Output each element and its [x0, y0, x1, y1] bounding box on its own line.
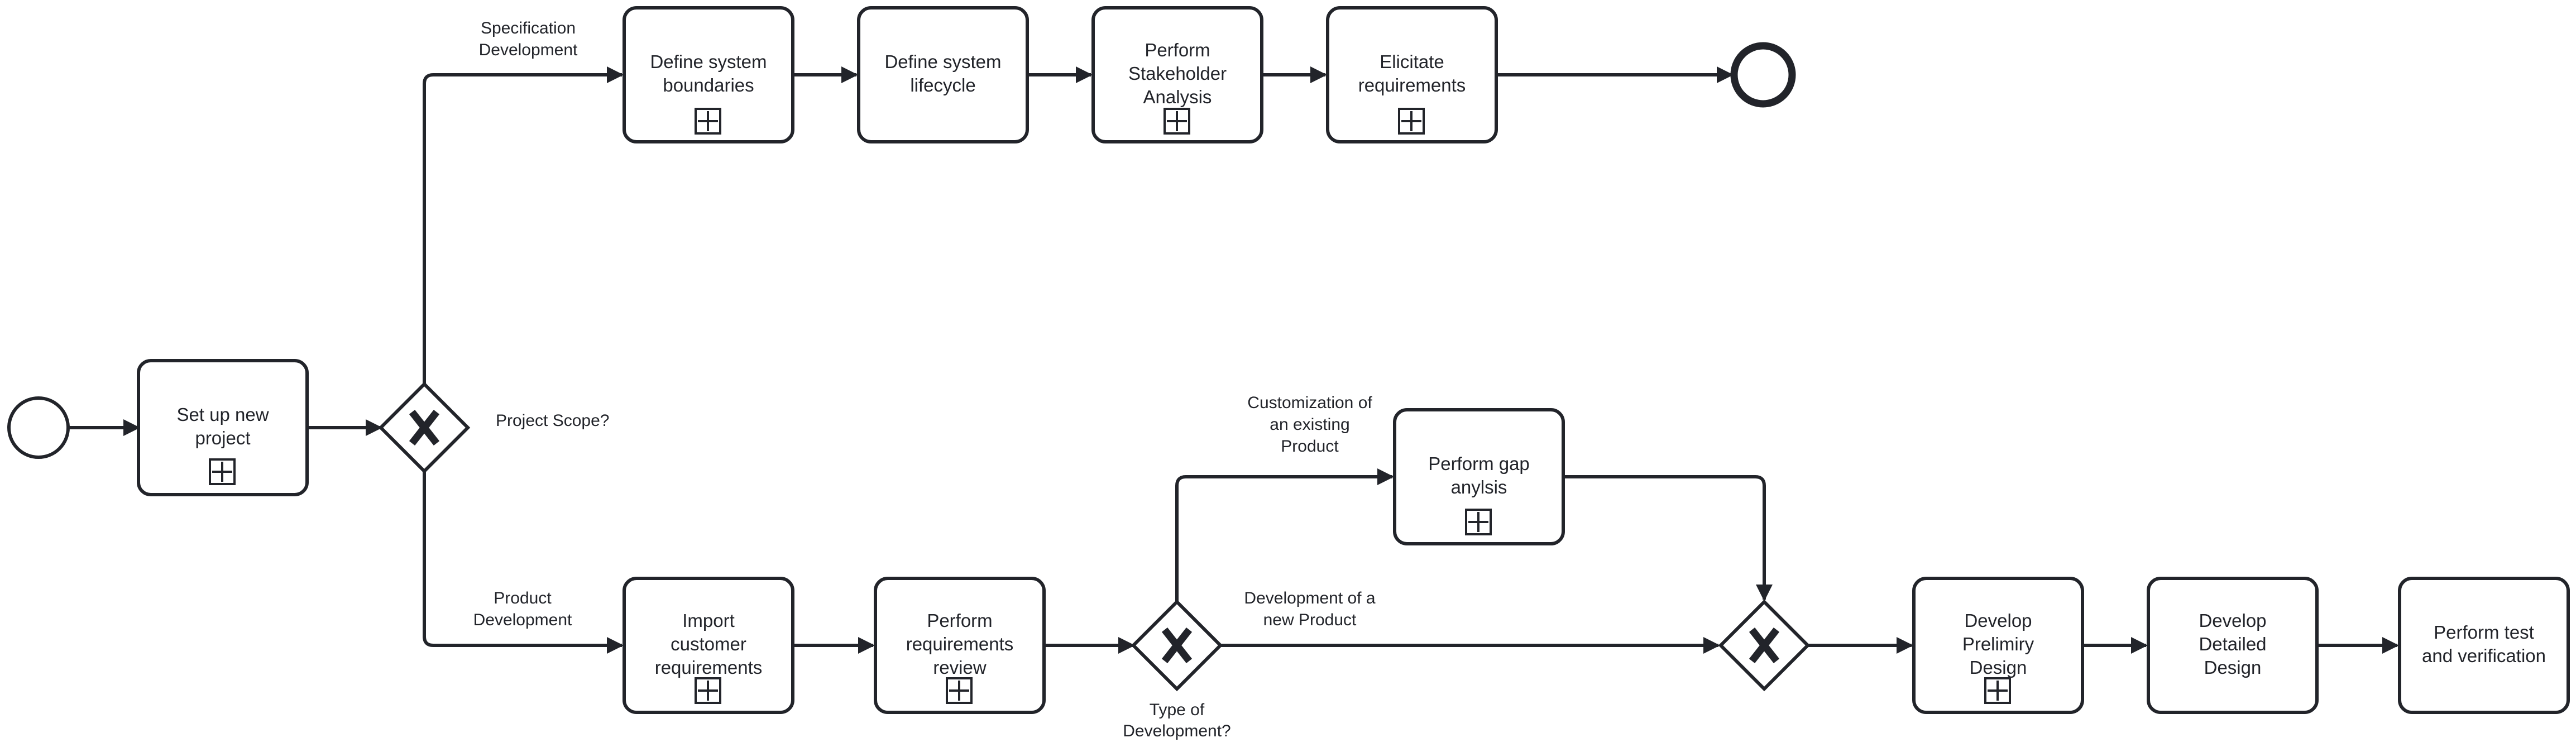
subprocess-plus-icon[interactable] [1398, 108, 1425, 135]
task-label-line: Define system [650, 51, 767, 72]
task-label-line: project [195, 428, 250, 448]
label-customization-existing-product: Customization of an existing Product [1247, 394, 1372, 456]
task-label-line: Design [2204, 657, 2262, 678]
svg-text:Project Scope?: Project Scope? [496, 411, 609, 430]
flow-gap-to-merge-gateway[interactable] [1563, 475, 1773, 601]
subprocess-plus-icon[interactable] [1163, 108, 1190, 135]
task-label-line: Detailed [2199, 634, 2266, 654]
task-develop-preliminary-design[interactable]: Develop Prelimiry Design [1912, 577, 2084, 714]
task-perform-requirements-review[interactable]: Perform requirements review [874, 577, 1046, 714]
task-label-line: requirements [906, 634, 1014, 654]
svg-text:an existing: an existing [1270, 415, 1349, 434]
task-label-line: Stakeholder [1128, 63, 1227, 84]
subprocess-plus-icon[interactable] [695, 108, 721, 135]
end-event[interactable] [1730, 42, 1796, 108]
task-develop-detailed-design[interactable]: Develop Detailed Design [2147, 577, 2319, 714]
svg-text:Product: Product [1281, 437, 1339, 456]
task-label-line: Perform [927, 610, 992, 631]
task-label-line: review [933, 657, 987, 678]
subprocess-plus-icon[interactable] [946, 677, 973, 704]
task-label-line: Set up new [176, 404, 269, 425]
svg-text:new Product: new Product [1263, 611, 1357, 629]
task-label-line: Perform test [2434, 622, 2534, 643]
task-label-line: Define system [884, 51, 1001, 72]
task-label-line: requirements [655, 657, 763, 678]
subprocess-plus-icon[interactable] [1984, 677, 2011, 704]
flow-type-to-gap[interactable] [1175, 468, 1394, 602]
task-label-line: Import [682, 610, 735, 631]
svg-text:Type of: Type of [1150, 701, 1205, 719]
svg-text:Development: Development [473, 611, 572, 629]
task-label-line: customer [671, 634, 746, 654]
svg-text:Development: Development [479, 41, 578, 59]
task-label-line: anylsis [1451, 477, 1507, 497]
gateway-project-scope[interactable] [378, 381, 471, 474]
task-perform-stakeholder-analysis[interactable]: Perform Stakeholder Analysis [1091, 6, 1263, 143]
flow-scope-to-define-boundaries[interactable] [423, 66, 624, 384]
svg-text:Customization of: Customization of [1247, 394, 1372, 412]
svg-text:Development of a: Development of a [1244, 589, 1375, 607]
task-label-line: Prelimiry [1962, 634, 2034, 654]
label-project-scope: Project Scope? [496, 411, 609, 430]
svg-text:Specification: Specification [481, 19, 576, 37]
task-elicitate-requirements[interactable]: Elicitate requirements [1326, 6, 1498, 143]
gateway-merge[interactable] [1718, 599, 1811, 692]
subprocess-plus-icon[interactable] [695, 677, 721, 704]
label-type-of-development: Type of Development? [1123, 701, 1230, 740]
svg-text:Product: Product [494, 589, 552, 607]
task-label-line: Design [1970, 657, 2027, 678]
task-label-line: requirements [1358, 75, 1466, 95]
task-label-line: Perform gap [1428, 453, 1530, 474]
task-define-system-lifecycle[interactable]: Define system lifecycle [857, 6, 1029, 143]
task-label-line: Perform [1145, 40, 1210, 60]
task-import-customer-requirements[interactable]: Import customer requirements [623, 577, 794, 714]
task-perform-test-and-verification[interactable]: Perform test and verification [2398, 577, 2570, 714]
task-label-line: Analysis [1143, 87, 1212, 107]
task-label-line: boundaries [663, 75, 754, 95]
flow-scope-to-import[interactable] [423, 471, 624, 654]
label-development-new-product: Development of a new Product [1244, 589, 1375, 629]
label-specification-development: Specification Development [479, 19, 578, 59]
task-set-up-new-project[interactable]: Set up new project [137, 359, 309, 496]
task-define-system-boundaries[interactable]: Define system boundaries [623, 6, 794, 143]
task-label-line: Develop [1964, 610, 2032, 631]
task-label-line: Develop [2199, 610, 2266, 631]
svg-text:Development?: Development? [1123, 722, 1230, 740]
start-event[interactable] [7, 396, 70, 459]
subprocess-plus-icon[interactable] [1465, 509, 1492, 535]
task-perform-gap-analysis[interactable]: Perform gap anylsis [1393, 408, 1565, 545]
task-label-line: and verification [2422, 645, 2546, 666]
subprocess-plus-icon[interactable] [209, 458, 236, 485]
gateway-type-of-development[interactable] [1131, 599, 1223, 692]
task-label-line: lifecycle [910, 75, 975, 95]
sequence-flows [69, 66, 2399, 654]
label-product-development: Product Development [473, 589, 572, 629]
task-label-line: Elicitate [1380, 51, 1444, 72]
